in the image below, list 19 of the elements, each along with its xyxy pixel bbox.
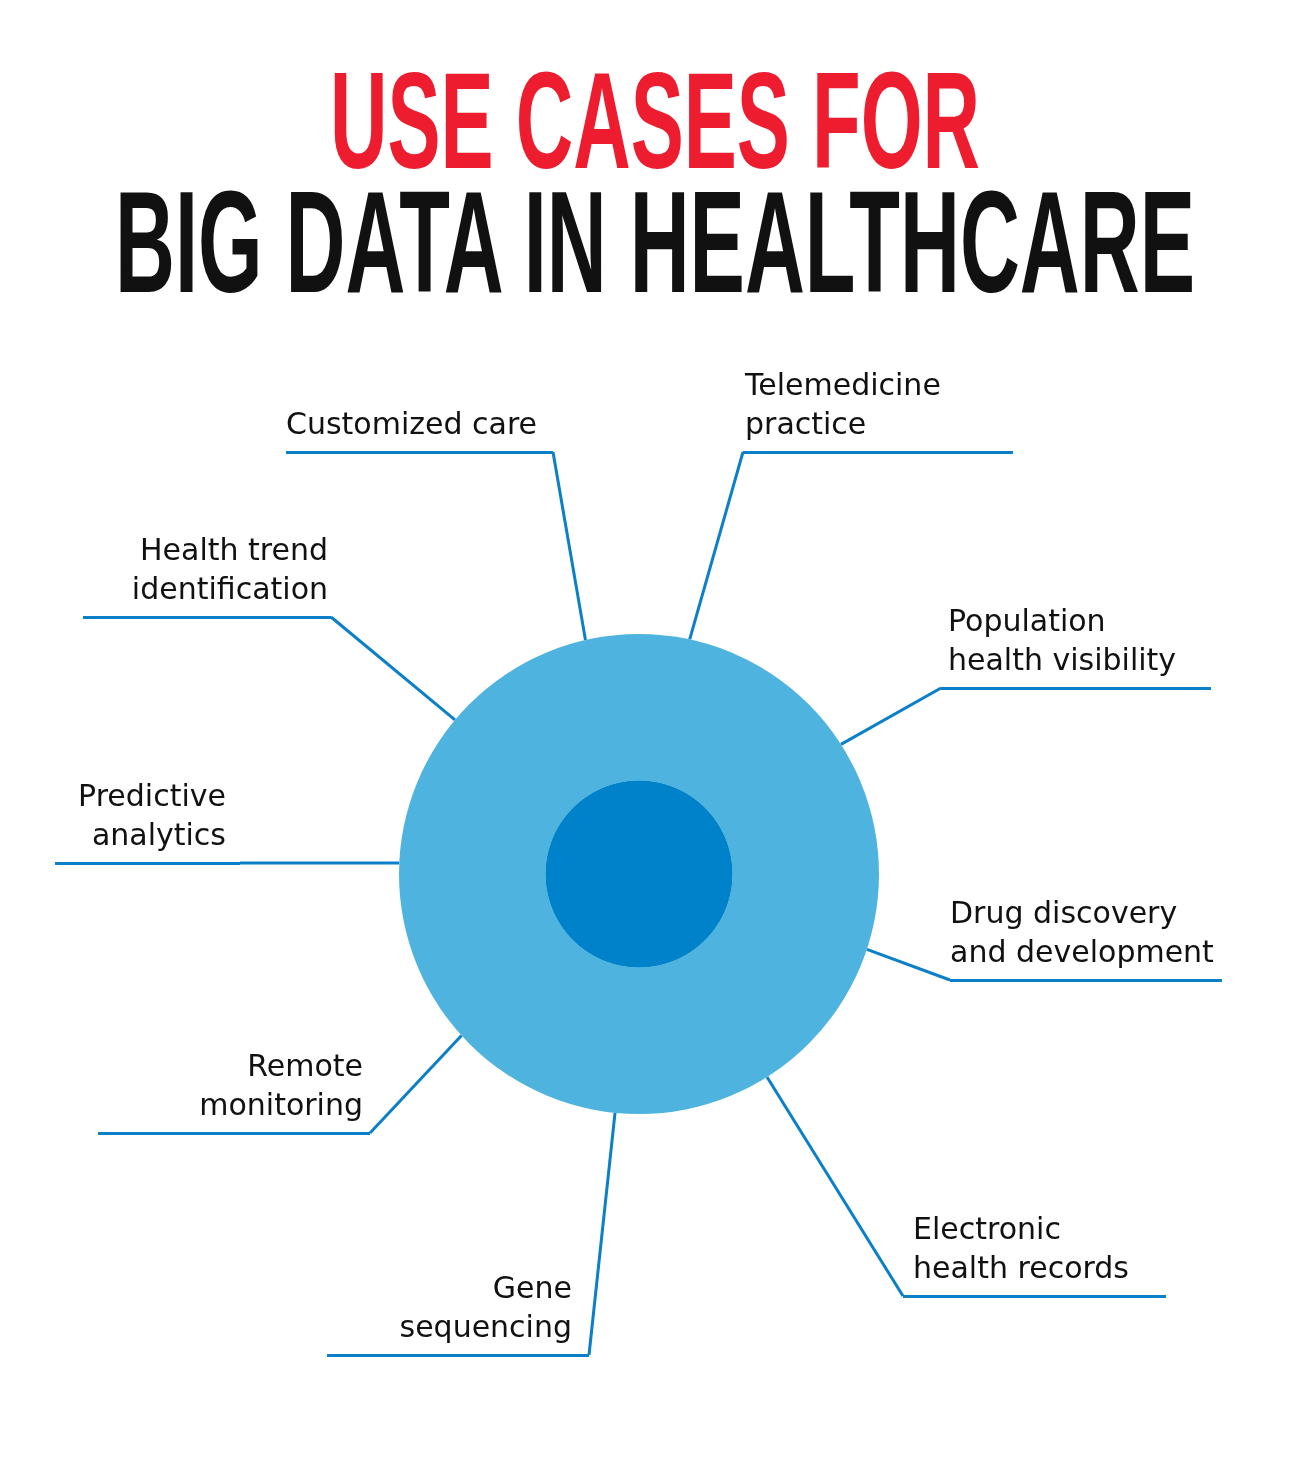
leader-line bbox=[551, 451, 587, 641]
underlined-label: Health trend identification bbox=[83, 531, 331, 619]
underlined-label: Predictive analytics bbox=[55, 777, 240, 865]
underlined-label: Population health visibility bbox=[941, 602, 1211, 690]
underlined-label: Electronic health records bbox=[903, 1210, 1166, 1298]
underlined-label: Telemedicine practice bbox=[743, 366, 1013, 454]
underlined-label: Remote monitoring bbox=[98, 1047, 370, 1135]
leader-line bbox=[688, 451, 745, 640]
underlined-label: Drug discovery and development bbox=[950, 894, 1222, 982]
title: USE CASES FOR BIG DATA IN HEALTHCARE bbox=[115, 66, 1195, 301]
leader-line bbox=[240, 861, 400, 865]
underlined-label: Gene sequencing bbox=[327, 1269, 589, 1357]
leader-line bbox=[866, 947, 951, 982]
underlined-label: Customized care bbox=[286, 404, 553, 454]
leader-line bbox=[330, 615, 456, 722]
leader-line bbox=[587, 1112, 617, 1356]
leader-line bbox=[765, 1076, 905, 1297]
leader-line bbox=[368, 1034, 463, 1135]
leader-line bbox=[840, 686, 942, 746]
